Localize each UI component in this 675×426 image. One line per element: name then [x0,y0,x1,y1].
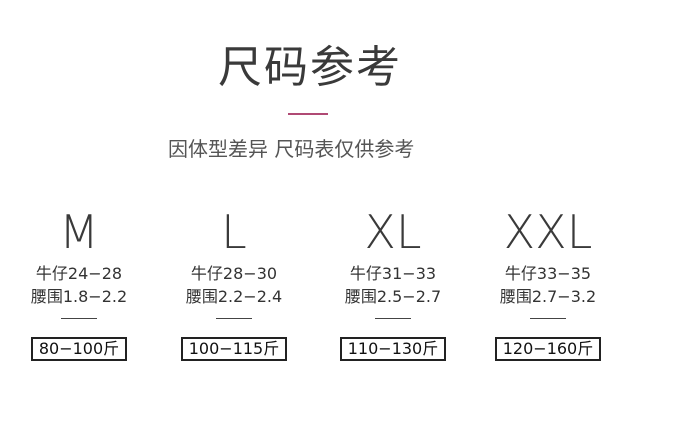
weight-range: 80−100斤 [30,337,128,361]
page-title: 尺码参考 [218,42,402,93]
size-label: L [221,205,247,259]
weight-range: 110−130斤 [339,337,447,361]
size-column-xxl: XXL 牛仔33−35 腰围2.7−3.2 120−160斤 [473,202,623,361]
size-column-l: L 牛仔28−30 腰围2.2−2.4 100−115斤 [159,202,309,361]
size-divider [375,318,411,319]
page-subtitle: 因体型差异 尺码表仅供参考 [168,137,415,161]
size-label: M [59,205,99,259]
size-divider [216,318,252,319]
size-divider [530,318,566,319]
waist-size: 腰围2.7−3.2 [499,287,597,306]
size-divider [61,318,97,319]
jeans-size: 牛仔24−28 [35,264,123,283]
waist-size: 腰围2.5−2.7 [344,287,442,306]
size-column-m: M 牛仔24−28 腰围1.8−2.2 80−100斤 [4,202,154,361]
weight-range: 120−160斤 [494,337,602,361]
waist-size: 腰围2.2−2.4 [185,287,283,306]
title-accent-line [288,113,328,115]
jeans-size: 牛仔33−35 [504,264,592,283]
weight-range: 100−115斤 [180,337,288,361]
jeans-size: 牛仔31−33 [349,264,437,283]
size-label: XL [364,205,422,259]
waist-size: 腰围1.8−2.2 [30,287,128,306]
size-column-xl: XL 牛仔31−33 腰围2.5−2.7 110−130斤 [318,202,468,361]
jeans-size: 牛仔28−30 [190,264,278,283]
size-label: XXL [503,205,593,259]
